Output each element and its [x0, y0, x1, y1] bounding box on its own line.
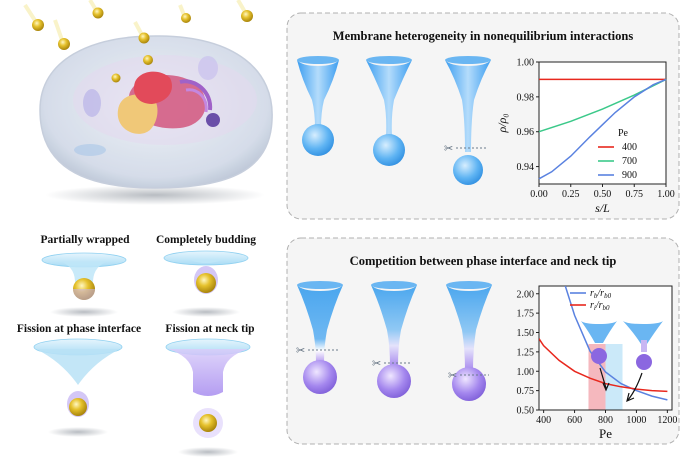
nanoparticle — [143, 55, 153, 65]
legend-label: ri/rb0 — [590, 300, 610, 312]
scissors-icon: ✂ — [448, 370, 457, 382]
golgi-organelle — [117, 94, 158, 134]
purple-vesicle-1: ✂ — [296, 281, 343, 394]
panel-bottom-title: Competition between phase interface and … — [350, 254, 617, 268]
vesicle — [198, 56, 218, 80]
x-tick-label: 600 — [567, 415, 582, 426]
inset-vesicle-right — [636, 354, 652, 370]
purple-vesicle-2: ✂ — [371, 281, 417, 398]
legend-part: b — [594, 292, 598, 300]
state-partially-wrapped — [41, 252, 127, 317]
scissors-icon: ✂ — [296, 345, 305, 357]
y-tick-label: 0.50 — [517, 406, 535, 417]
legend-part: i — [594, 304, 596, 312]
chart-insets — [581, 321, 663, 403]
x-tick-label: 1000 — [626, 415, 646, 426]
y-tick-label: 1.25 — [517, 347, 535, 358]
shaded-region — [605, 344, 623, 410]
nucleus — [133, 71, 172, 104]
legend-label: rb/rb0 — [590, 288, 612, 300]
organelle-dot — [206, 113, 220, 127]
x-tick-label: 0.25 — [562, 189, 580, 200]
y-tick-label: 0.75 — [517, 386, 535, 397]
state-fission-phase-interface — [33, 338, 123, 437]
radius-chart: 400 600 800 1000 1200 0.50 0.75 1.00 1.25 1.50 1.7… — [517, 285, 677, 441]
y-tick-label: 1.75 — [517, 309, 535, 320]
y-tick-label: 2.00 — [517, 289, 535, 300]
x-tick-label: 0.00 — [530, 189, 548, 200]
legend-part: b0 — [604, 292, 612, 300]
x-axis-label: Pe — [599, 426, 612, 441]
inset-funnel-left — [581, 321, 617, 343]
x-tick-label: 1.00 — [657, 189, 675, 200]
legend-part: /r — [596, 288, 604, 299]
legend-label: 900 — [622, 170, 637, 181]
arrow-right-head — [626, 392, 635, 403]
x-axis-label: s/L — [595, 201, 610, 215]
y-axis-label: ρ/ρ₀ — [495, 113, 509, 133]
cell-illustration — [23, 0, 273, 205]
label-completely-budding: Completely budding — [156, 234, 256, 246]
x-tick-label: 400 — [536, 415, 551, 426]
y-tick-label: 0.96 — [517, 127, 535, 138]
inset-funnel-right — [623, 321, 663, 344]
arrow-left — [599, 367, 607, 389]
golgi-stack — [179, 79, 213, 111]
incoming-nanoparticles — [23, 0, 253, 50]
scissors-icon: ✂ — [372, 358, 381, 370]
series-line-pe-900 — [538, 78, 667, 180]
panel-top-title: Membrane heterogeneity in nonequilibrium… — [333, 29, 634, 43]
legend-part: b0 — [603, 304, 611, 312]
blue-vesicle-2 — [366, 56, 412, 166]
x-tick-label: 0.50 — [594, 189, 612, 200]
blue-vesicle-1 — [297, 56, 339, 156]
arrow-right — [627, 372, 643, 401]
y-tick-label: 0.98 — [517, 92, 535, 103]
label-fission-neck-tip: Fission at neck tip — [165, 323, 254, 335]
legend-part: r — [590, 288, 594, 299]
density-chart: 0.00 0.25 0.50 0.75 1.00 0.94 0.96 0.98 1.00 s/L ρ… — [495, 58, 675, 216]
series-line-r_b-over-r_b0 — [564, 286, 668, 401]
y-tick-label: 1.00 — [517, 367, 535, 378]
membrane-states: Partially wrapped Completely budding Fis… — [17, 234, 256, 457]
legend-label: 400 — [622, 142, 637, 153]
purple-vesicle-3: ✂ — [446, 281, 492, 401]
legend-label: 700 — [622, 156, 637, 167]
vesicle — [83, 89, 101, 117]
label-partially-wrapped: Partially wrapped — [40, 234, 130, 246]
inset-neck-right — [641, 340, 647, 352]
y-tick-label: 0.94 — [517, 162, 535, 173]
scissors-icon: ✂ — [444, 143, 453, 155]
x-tick-label: 0.75 — [626, 189, 644, 200]
inset-vesicle-left — [591, 348, 607, 364]
y-tick-label: 1.00 — [517, 58, 535, 69]
legend-part: r — [590, 300, 594, 311]
arrow-left-head — [602, 382, 610, 392]
x-tick-label: 800 — [598, 415, 613, 426]
blue-vesicle-3: ✂ — [444, 56, 491, 185]
y-tick-label: 1.50 — [517, 328, 535, 339]
plot-area — [538, 61, 667, 185]
state-fission-neck-tip — [165, 338, 251, 457]
x-tick-label: 1200 — [657, 415, 677, 426]
state-completely-budding — [163, 250, 249, 317]
label-fission-phase-interface: Fission at phase interface — [17, 323, 141, 335]
legend-part: /r — [595, 300, 603, 311]
cell-shadow — [45, 185, 265, 205]
legend-title: Pe — [618, 128, 629, 139]
nanoparticle — [111, 73, 121, 83]
series-line-r_i-over-r_b0 — [539, 338, 668, 393]
